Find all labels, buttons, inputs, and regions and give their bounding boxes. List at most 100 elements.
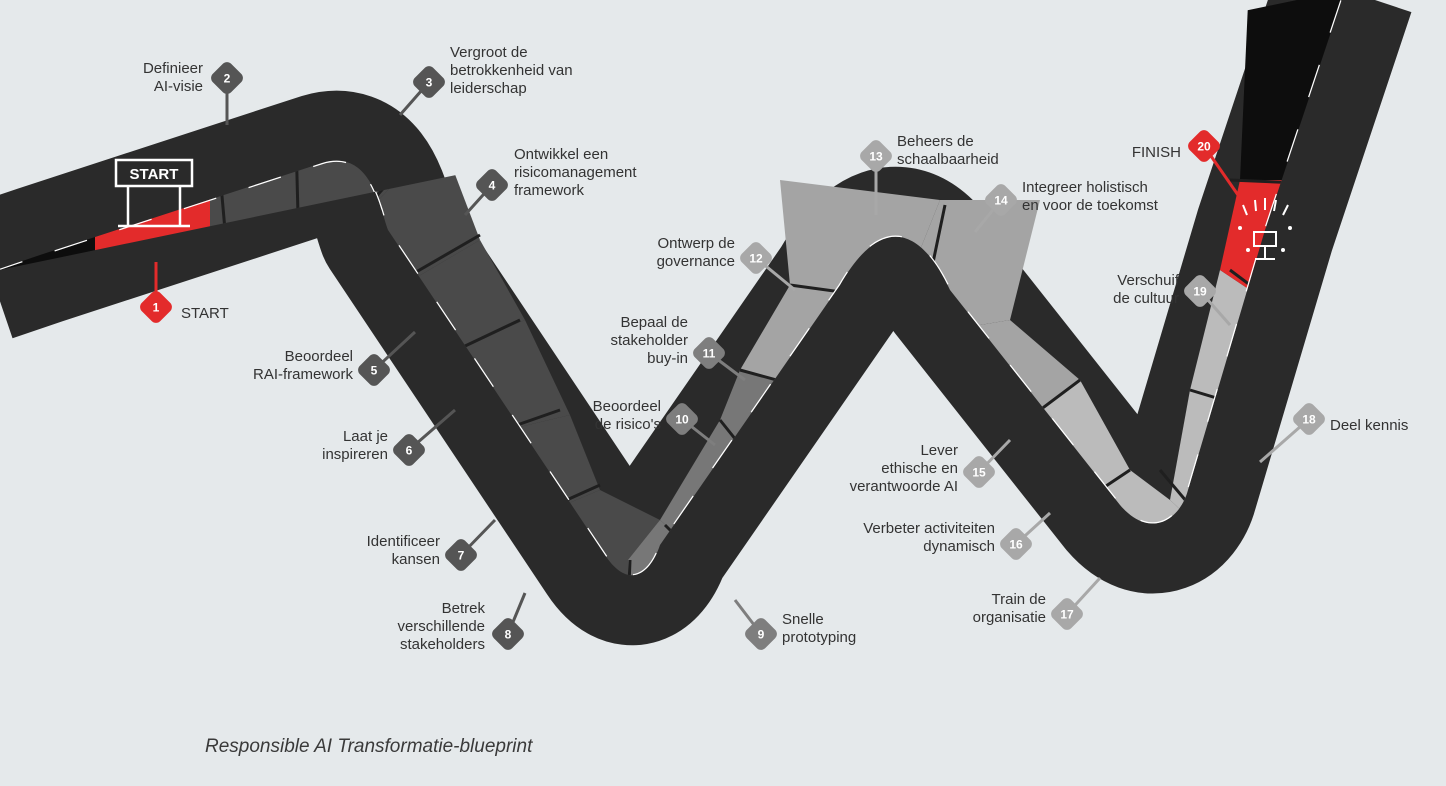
step-9-label-line: prototyping [782,629,856,646]
step-20-badge [1188,130,1220,162]
step-17-label-line: organisatie [973,609,1046,626]
spark-line-2 [1254,199,1257,212]
step-16-number: 16 [1009,538,1023,552]
spark-line-4 [1273,199,1277,212]
step-4-label-line: risicomanagement [514,164,637,181]
start-sign-text: START [130,166,179,183]
step-20: 20 FINISH [1132,130,1240,196]
step-1-number: 1 [153,301,160,315]
step-12-badge [740,242,772,274]
confetti-dot-3 [1246,248,1250,252]
step-13-label-line: schaalbaarheid [897,151,999,168]
step-5-label-line: Beoordeel [285,348,353,365]
step-17-badge [1051,598,1083,630]
step-14-number: 14 [994,194,1008,208]
step-9-badge [745,618,777,650]
step-19-label-line: Verschuif [1117,272,1180,289]
road: START [0,0,1412,646]
step-16-badge [1000,528,1032,560]
start-sign-board [114,158,194,188]
step-15-label-line: verantwoorde AI [850,478,958,495]
step-11-badge [693,337,725,369]
step-19-number: 19 [1193,285,1207,299]
step-19-badge [1184,275,1216,307]
step-7-badge [445,539,477,571]
confetti-dot-2 [1288,226,1292,230]
step-8-label-line: verschillende [397,618,485,635]
step-2-label-line: AI-visie [154,78,203,95]
confetti-dot-4 [1281,248,1285,252]
step-9-label-line: Snelle [782,611,824,628]
step-3-number: 3 [426,76,433,90]
step-13-label-line: Beheers de [897,133,974,150]
step-1: 1 START [140,262,229,323]
step-20-number: 20 [1197,140,1211,154]
step-13-number: 13 [869,150,883,164]
step-11-label-line: stakeholder [610,332,688,349]
step-2-label-line: Definieer [143,60,203,77]
start-gate-icon: START [114,158,194,228]
step-14-label-line: en voor de toekomst [1022,197,1159,214]
step-14-label-line: Integreer holistisch [1022,179,1148,196]
step-7-label-line: Identificeer [367,533,440,550]
step-18-number: 18 [1302,413,1316,427]
step-5-label-line: RAI-framework [253,366,354,383]
step-8-badge [492,618,524,650]
step-10-label-line: Beoordeel [593,398,661,415]
step-11-number: 11 [703,347,716,361]
step-15-label-line: ethische en [881,460,958,477]
step-7-number: 7 [458,549,465,563]
step-6-label-line: Laat je [343,428,388,445]
step-3-badge [413,66,445,98]
step-3-label-line: Vergroot de [450,44,528,61]
caption: Responsible AI Transformatie-blueprint [205,736,533,757]
step-10-label-line: de risico's [595,416,661,433]
step-11-label-line: buy-in [647,350,688,367]
step-10-number: 10 [675,413,689,427]
step-10-badge [666,403,698,435]
step-7-label-line: kansen [392,551,440,568]
step-3-label-line: betrokkenheid van [450,62,573,79]
confetti-dot-1 [1238,226,1242,230]
step-4-label-line: Ontwikkel een [514,146,608,163]
finish-celebration-icon [1238,198,1292,260]
step-3-label-line: leiderschap [450,80,527,97]
step-12-label-line: Ontwerp de [657,235,735,252]
step-1-label-line: START [181,305,229,322]
step-5-badge [358,354,390,386]
step-14-badge [985,184,1017,216]
step-4-label-line: framework [514,182,585,199]
step-17-number: 17 [1060,608,1074,622]
step-1-badge [140,291,172,323]
step-13-badge [860,140,892,172]
step-18-badge [1293,403,1325,435]
step-20-label-line: FINISH [1132,144,1181,161]
step-6-badge [393,434,425,466]
step-19-label-line: de cultuur [1113,290,1179,307]
step-12-number: 12 [749,252,763,266]
step-11-label-line: Bepaal de [620,314,688,331]
step-4-badge [476,169,508,201]
step-8-label-line: stakeholders [400,636,485,653]
spark-line-5 [1282,204,1289,216]
step-9-number: 9 [758,628,765,642]
step-17-label-line: Train de [992,591,1046,608]
